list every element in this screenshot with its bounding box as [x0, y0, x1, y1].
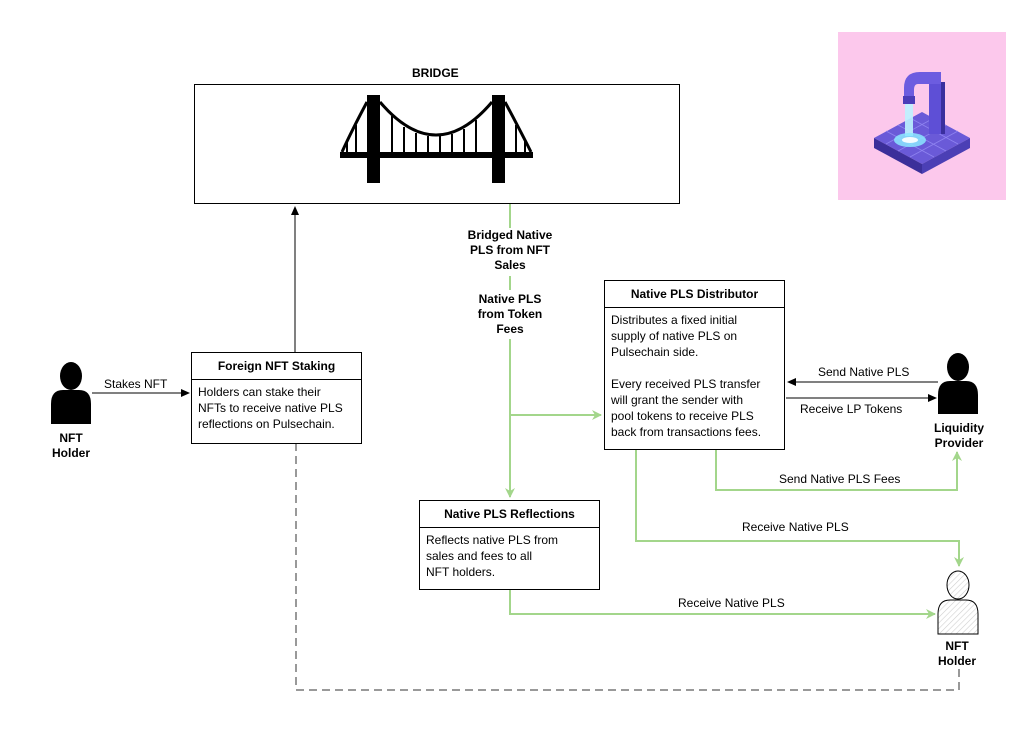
actor-liquidity-provider: Liquidity Provider: [934, 421, 984, 450]
person-icon: [938, 353, 978, 414]
node-description: Reflects native PLS from sales and fees …: [426, 533, 559, 579]
bridge-title: BRIDGE: [412, 66, 459, 80]
node-description: Holders can stake their NFTs to receive …: [198, 385, 343, 431]
bridge-box: [194, 84, 680, 204]
actor-nft-holder-left: NFT Holder: [51, 431, 90, 460]
label-native-token-fees: Native PLS from Token Fees: [460, 292, 560, 337]
label-receive-native-pls-2: Receive Native PLS: [678, 596, 785, 610]
label-send-native-pls: Send Native PLS: [818, 365, 910, 379]
native-pls-reflections-node[interactable]: Native PLS Reflections Reflects native P…: [419, 500, 600, 590]
label-bridged-native: Bridged Native PLS from NFT Sales: [455, 228, 565, 273]
edge-receive-native-1: [635, 449, 964, 567]
edge-dashed-staking-holder: [295, 443, 960, 691]
bridge-icon: [340, 95, 533, 183]
actor-nft-holder-right: NFT Holder: [937, 639, 976, 668]
node-description: Distributes a fixed initial supply of na…: [611, 313, 762, 439]
edge-receive-native-2: [509, 590, 936, 619]
label-receive-lp-tokens: Receive LP Tokens: [800, 402, 903, 416]
node-title: Foreign NFT Staking: [192, 353, 361, 380]
person-icon: [51, 362, 91, 424]
node-title: Native PLS Reflections: [420, 501, 599, 528]
edge-send-fees: [715, 449, 962, 491]
node-title: Native PLS Distributor: [605, 281, 784, 308]
foreign-nft-staking-node[interactable]: Foreign NFT Staking Holders can stake th…: [191, 352, 362, 444]
person-outline-icon: [937, 570, 979, 635]
faucet-logo: [838, 32, 1006, 200]
label-send-native-pls-fees: Send Native PLS Fees: [779, 472, 901, 486]
label-receive-native-pls-1: Receive Native PLS: [742, 520, 849, 534]
native-pls-distributor-node[interactable]: Native PLS Distributor Distributes a fix…: [604, 280, 785, 450]
label-stakes-nft: Stakes NFT: [104, 377, 168, 391]
